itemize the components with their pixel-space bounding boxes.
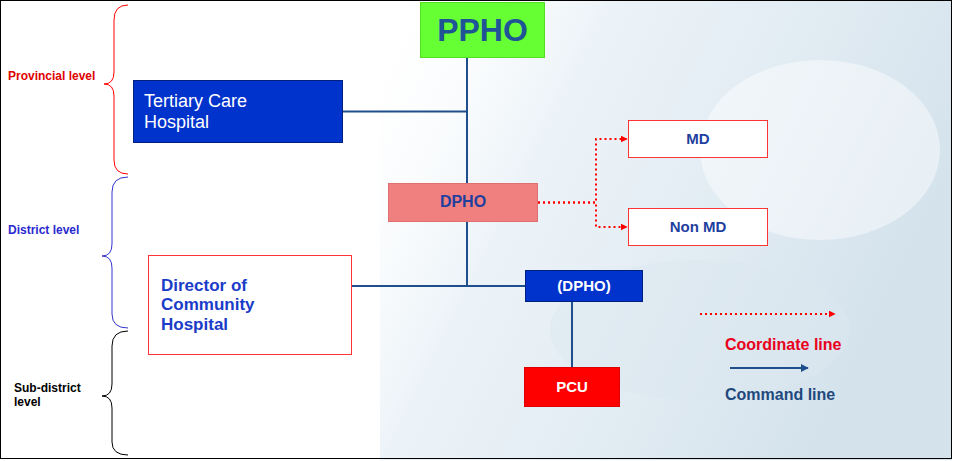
node-text: Non MD (670, 218, 727, 235)
coordinate-line (538, 139, 627, 203)
org-box: Tertiary Care Hospital (133, 80, 343, 143)
command-line (571, 302, 573, 367)
legend-text: Command line (725, 386, 835, 404)
node-text: DPHO (440, 193, 486, 211)
role-box: Non MD (628, 208, 768, 246)
org-box: PPHO (420, 2, 545, 58)
command-line (466, 58, 468, 183)
node-text: Tertiary Care Hospital (144, 91, 279, 132)
level-brace (102, 177, 128, 328)
node-text: PCU (556, 378, 588, 395)
level-label: Provincial level (8, 70, 100, 84)
org-box: Director of Community Hospital (148, 255, 352, 355)
level-brace (104, 5, 128, 174)
node-text: PPHO (437, 12, 528, 49)
legend-text: Coordinate line (725, 336, 841, 354)
background-photo (380, 0, 952, 460)
level-label: Sub-district level (14, 382, 98, 410)
node-text: Director of Community Hospital (161, 276, 301, 335)
node-text: MD (686, 130, 709, 147)
org-box: DPHO (388, 183, 538, 222)
level-label: District level (8, 224, 100, 238)
coordinate-line (538, 203, 627, 228)
command-line (352, 222, 467, 286)
legend-sample (730, 367, 808, 369)
command-line (467, 222, 525, 286)
legend-sample (700, 313, 835, 315)
level-brace (102, 331, 128, 455)
org-box: (DPHO) (525, 270, 643, 302)
node-text: (DPHO) (557, 277, 610, 294)
org-box: PCU (524, 367, 620, 407)
command-line (343, 58, 467, 112)
role-box: MD (628, 120, 768, 158)
